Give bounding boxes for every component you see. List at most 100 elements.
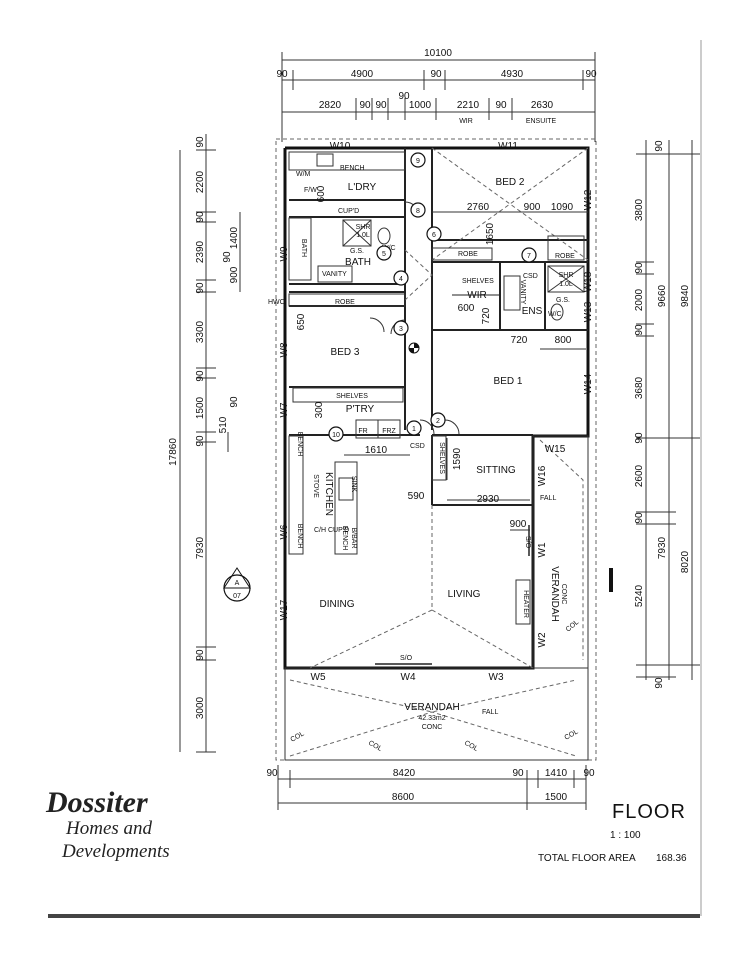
label-frz: FRZ xyxy=(382,428,396,435)
label-fr: FR xyxy=(358,428,367,435)
dim-right-3: 90 xyxy=(634,262,645,274)
title-block: FLOOR 1 : 100 TOTAL FLOOR AREA 168.36 xyxy=(538,801,687,864)
door-marker-10: 10 xyxy=(328,426,344,442)
door-marker-6: 6 xyxy=(426,226,442,242)
room-labels: L'DRY BED 2 BATH BED 3 P'TRY BED 1 WIR E… xyxy=(320,177,568,731)
room-laundry: L'DRY xyxy=(348,182,377,193)
dim-int-13: 2930 xyxy=(477,494,500,505)
dim-left-11: 90 xyxy=(195,649,206,661)
door-marker-9: 9 xyxy=(410,152,426,168)
dim-left-9: 90 xyxy=(195,435,206,447)
label-cupd-laundry: CUP'D xyxy=(338,208,359,215)
dim-right-13: 9660 xyxy=(657,284,668,307)
bath-vanity xyxy=(317,265,353,283)
window-w9: W9 xyxy=(279,246,290,261)
dim-top-1: 90 xyxy=(276,69,288,80)
dim-top-3: 90 xyxy=(430,69,442,80)
dim-bottom-5: 90 xyxy=(583,768,595,779)
window-w3: W3 xyxy=(489,672,504,683)
dim-left-8: 1500 xyxy=(195,396,206,419)
window-w12: W12 xyxy=(583,189,594,210)
label-wc-ens: W/C xyxy=(548,311,562,318)
dim-right-12: 90 xyxy=(654,677,665,689)
building-walls xyxy=(275,138,597,761)
verandah-conc: CONC xyxy=(422,724,443,731)
door-marker-7: 7 xyxy=(521,247,537,263)
door-marker-2: 2 xyxy=(430,412,446,428)
bottom-dimensions: 90 8420 90 1410 90 8600 1500 xyxy=(266,765,595,810)
door-swing xyxy=(369,317,385,333)
dim-right-1: 90 xyxy=(654,140,665,152)
dim-right-5: 90 xyxy=(634,324,645,336)
dim-right-2: 3800 xyxy=(634,198,645,221)
svg-text:9: 9 xyxy=(416,158,420,165)
label-csd-kitchen: CSD xyxy=(410,443,425,450)
sitting-shelves xyxy=(431,435,447,481)
dim-int-5: 600 xyxy=(458,303,475,314)
kitchen-island xyxy=(334,461,358,555)
svg-text:3: 3 xyxy=(399,326,403,333)
dim-int-4: 1650 xyxy=(485,222,496,245)
kitchen-bench xyxy=(288,435,304,555)
label-vanity-ens: VANITY xyxy=(519,280,526,305)
dim-int-12: 1590 xyxy=(452,447,463,470)
svg-text:4: 4 xyxy=(399,276,403,283)
dim-top2-7: 90 xyxy=(495,100,507,111)
dim-int-9: 650 xyxy=(296,313,307,330)
label-shelves-sitting: SHELVES xyxy=(438,442,445,474)
room-bath: BATH xyxy=(345,257,371,268)
label-fall-front: FALL xyxy=(482,709,498,716)
fixture-labels: BENCH W/M F/W CUP'D BATH SHR 1.0L G.S. W… xyxy=(268,165,580,753)
label-shr-ens: SHR xyxy=(559,272,574,279)
dim-left-inner-5: 90 xyxy=(229,396,240,408)
label-shr-ens-sub: 1.0L xyxy=(559,281,573,288)
dim-top-4: 4930 xyxy=(501,69,524,80)
door-swing xyxy=(419,419,435,435)
label-stove: STOVE xyxy=(312,474,319,498)
label-gs-ens: G.S. xyxy=(556,297,570,304)
company-logo: Dossiter Homes and Developments xyxy=(45,786,170,862)
dim-left-5: 90 xyxy=(195,282,206,294)
room-dining: DINING xyxy=(320,599,355,610)
drawing-title: FLOOR xyxy=(612,801,686,823)
dim-int-11: 1610 xyxy=(365,445,388,456)
dim-left-6: 3300 xyxy=(195,320,206,343)
door-marker-8: 8 xyxy=(410,202,426,218)
room-bed3: BED 3 xyxy=(331,347,360,358)
window-w11: W11 xyxy=(498,141,518,152)
window-w17: W17 xyxy=(279,599,290,620)
bath-shower xyxy=(342,219,372,247)
label-fw: F/W xyxy=(304,187,317,194)
door-marker-5: 5 xyxy=(376,245,392,261)
window-w5: W5 xyxy=(311,672,326,683)
window-labels: W10 W11 W12 W18 W13 W14 W15 W16 W1 W2 W3… xyxy=(279,141,594,683)
window-w13: W13 xyxy=(583,301,594,322)
label-hwc: HWC xyxy=(268,299,285,306)
door-markers: 1 2 3 4 5 6 7 8 9 10 xyxy=(328,152,537,442)
window-w14: W14 xyxy=(583,373,594,394)
drawing-scale: 1 : 100 xyxy=(610,830,641,841)
logo-line2: Homes and xyxy=(65,818,153,839)
room-verandah-side: VERANDAH xyxy=(549,566,560,622)
dim-top2-1: 2820 xyxy=(319,100,342,111)
svg-text:7: 7 xyxy=(527,253,531,260)
label-wm: W/M xyxy=(296,171,311,178)
dim-int-10: 300 xyxy=(314,401,325,418)
window-w8: W8 xyxy=(279,342,290,357)
logo-name: Dossiter xyxy=(45,786,148,819)
dim-top2-5: 1000 xyxy=(409,100,432,111)
label-gs-bath: G.S. xyxy=(350,248,364,255)
dim-right-6: 3680 xyxy=(634,376,645,399)
dim-right-4: 2000 xyxy=(634,288,645,311)
verandah-area: 42.33m2 xyxy=(418,715,445,722)
dim-right-15: 8020 xyxy=(680,550,691,573)
right-dimensions: 90 3800 90 2000 90 3680 90 2600 90 7930 … xyxy=(609,140,700,689)
bed3-robe xyxy=(288,293,406,307)
label-so-living: S/O xyxy=(524,536,531,549)
window-w6: W6 xyxy=(279,524,290,539)
window-w4: W4 xyxy=(401,672,416,683)
window-w1: W1 xyxy=(537,542,548,557)
dim-left-overall: 17860 xyxy=(168,438,179,466)
label-robe-ens: ROBE xyxy=(555,253,575,260)
